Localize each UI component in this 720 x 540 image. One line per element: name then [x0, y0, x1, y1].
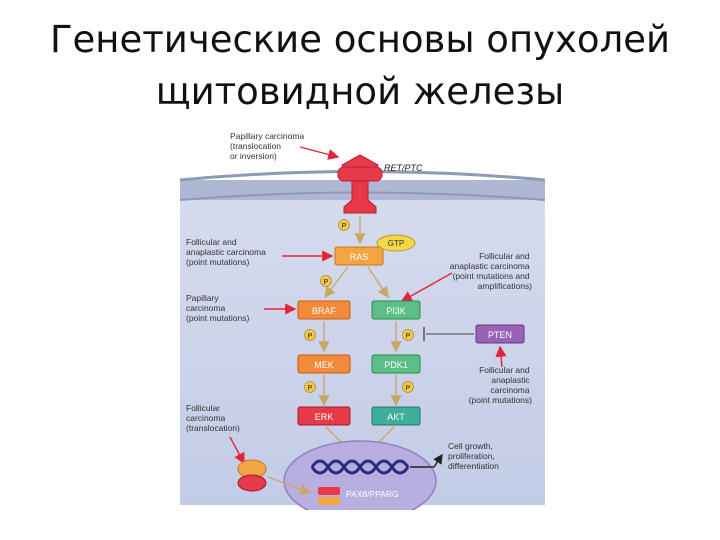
svg-text:P: P [342, 223, 347, 230]
svg-text:PTEN: PTEN [488, 330, 512, 340]
annotation-cell-growth: Cell growth, proliferation, differentiat… [448, 441, 499, 471]
phospho-pdk1-akt: P [402, 381, 414, 393]
svg-text:Follicular and anaplasti: Follicular and anaplastic carcinoma (poi… [186, 237, 268, 267]
translocation-protein [237, 459, 267, 492]
arrow-to-translocation [229, 436, 245, 465]
signaling-pathway-diagram: RET/PTC Papillary carcinoma (translocati… [179, 131, 546, 510]
phospho-receptor: P [338, 219, 350, 231]
akt-node: AKT [371, 406, 421, 426]
title-line-1: Генетические основы опухолей [49, 18, 671, 61]
svg-text:AKT: AKT [387, 412, 405, 422]
arrow-ras-pi3k [367, 266, 389, 299]
svg-text:Follicular carcinoma: Follicular carcinoma (translocation) [186, 403, 240, 433]
phospho-braf-mek: P [304, 329, 316, 341]
arrow-cell-growth [410, 453, 443, 468]
svg-text:Follicular and anaplasti: Follicular and anaplastic carcinoma (poi… [450, 251, 532, 291]
svg-text:P: P [308, 385, 313, 392]
erk-node: ERK [297, 406, 351, 426]
ras-node: RAS [334, 246, 384, 266]
dna-helix [310, 459, 410, 475]
svg-text:P: P [406, 385, 411, 392]
svg-text:PDK1: PDK1 [384, 360, 408, 370]
annotation-papillary-translocation: Papillary carcinoma (translocation or in… [230, 131, 307, 161]
svg-text:PAX8/PPARG: PAX8/PPARG [346, 489, 399, 499]
ret-ptc-receptor [337, 154, 383, 214]
mek-node: MEK [297, 354, 351, 374]
annotation-follicular-translocation: Follicular carcinoma (translocation) [186, 403, 240, 433]
arrow-protein-to-dna [267, 476, 312, 495]
svg-text:P: P [324, 279, 329, 286]
svg-text:Follicular and anaplasti: Follicular and anaplastic carcinoma (poi… [469, 365, 532, 405]
pi3k-node: PI3K [371, 300, 421, 320]
pdk1-node: PDK1 [371, 354, 421, 374]
svg-text:Papillary carcinoma (tra: Papillary carcinoma (translocation or in… [230, 131, 307, 161]
arrow-to-pten [495, 345, 507, 368]
pten-node: PTEN [475, 324, 525, 344]
svg-text:GTP: GTP [388, 239, 404, 248]
title-line-2: щитовидной железы [155, 70, 565, 113]
annotation-follicular-anaplastic-ras: Follicular and anaplastic carcinoma (poi… [186, 237, 268, 267]
receptor-label: RET/PTC [384, 163, 423, 173]
svg-text:MEK: MEK [314, 360, 334, 370]
phospho-mek-erk: P [304, 381, 316, 393]
arrow-to-pi3k [400, 272, 453, 302]
annotation-papillary-braf: Papillary carcinoma (point mutations) [186, 293, 249, 323]
svg-text:ERK: ERK [315, 412, 334, 422]
gtp-node: GTP [376, 234, 416, 252]
arrow-ras-braf [324, 266, 349, 299]
svg-text:PI3K: PI3K [386, 306, 406, 316]
pax8-pparg-fusion: PAX8/PPARG [318, 487, 399, 505]
annotation-follicular-anaplastic-pten: Follicular and anaplastic carcinoma (poi… [469, 365, 532, 405]
arrow-to-receptor [299, 146, 340, 160]
braf-node: BRAF [297, 300, 351, 320]
phospho-pi3k-pdk1: P [402, 329, 414, 341]
svg-text:P: P [406, 333, 411, 340]
svg-text:RAS: RAS [350, 252, 369, 262]
svg-text:Papillary carcinoma: Papillary carcinoma (point mutations) [186, 293, 249, 323]
svg-text:Cell growth, proliferati: Cell growth, proliferation, differentiat… [448, 441, 499, 471]
phospho-ras-braf: P [320, 275, 332, 287]
annotation-follicular-anaplastic-pi3k: Follicular and anaplastic carcinoma (poi… [450, 251, 532, 291]
svg-text:BRAF: BRAF [312, 306, 337, 316]
svg-text:P: P [308, 333, 313, 340]
slide-title: Генетические основы опухолей щитовидной … [0, 14, 720, 118]
